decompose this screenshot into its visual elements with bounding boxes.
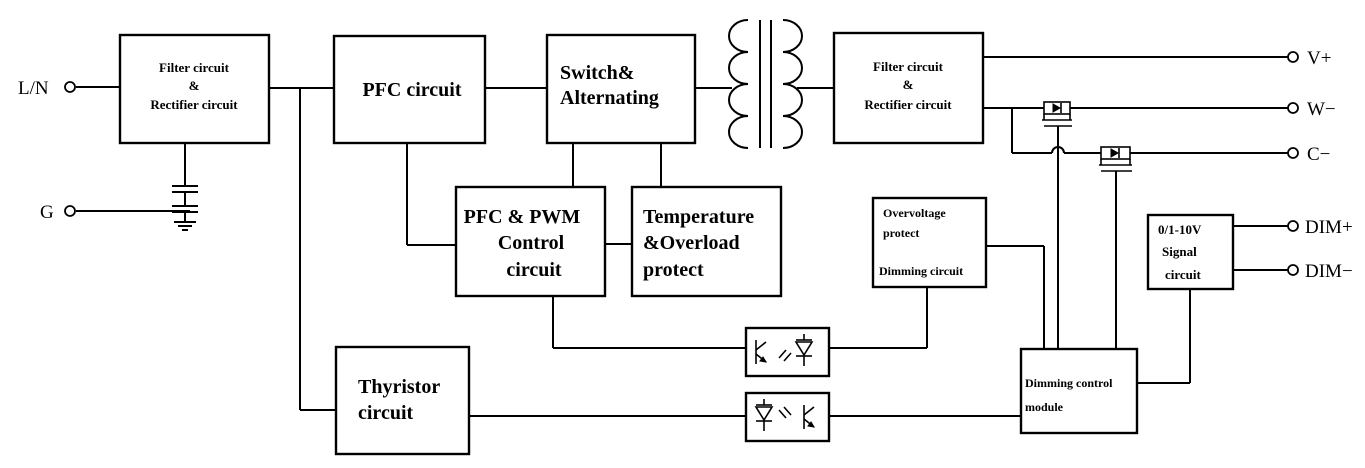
temp-line2: &Overload	[643, 232, 740, 254]
thyristor-line2: circuit	[358, 402, 414, 424]
signal-line3: circuit	[1165, 267, 1202, 282]
ov-line3: Dimming circuit	[879, 264, 963, 278]
optocoupler-1-icon	[744, 326, 831, 378]
switch-line2: Alternating	[560, 87, 659, 109]
vplus-terminal	[1287, 51, 1299, 63]
switch-line1: Switch&	[560, 62, 634, 84]
temp-line3: protect	[643, 259, 704, 281]
transformer-symbol	[728, 19, 803, 149]
dimplus-terminal	[1287, 220, 1299, 232]
ov-line2: protect	[883, 226, 919, 240]
dimminus-label: DIM−	[1305, 261, 1353, 282]
input-filter-line3: Rectifier circuit	[150, 97, 238, 112]
switch-block: Switch& Alternating	[545, 33, 697, 145]
terminals: L/N G V+ W− C− DIM+ DIM−	[18, 48, 1353, 282]
ln-terminal	[64, 81, 76, 93]
pfc-block: PFC circuit	[332, 34, 487, 145]
ov-line1: Overvoltage	[883, 206, 946, 220]
w-mosfet-icon	[1042, 101, 1072, 127]
pfc-label: PFC circuit	[362, 79, 461, 101]
pfc-pwm-line2: Control	[498, 232, 565, 254]
pfc-pwm-line1: PFC & PWM	[464, 206, 581, 228]
thyristor-block: Thyristor circuit	[334, 345, 471, 456]
cminus-label: C−	[1307, 144, 1330, 165]
overvoltage-dimming-block: Overvoltage protect Dimming circuit	[871, 196, 988, 289]
dimminus-terminal	[1287, 264, 1299, 276]
c-mosfet-icon	[1099, 146, 1132, 172]
output-filter-line3: Rectifier circuit	[864, 97, 952, 112]
output-filter-line1: Filter circuit	[873, 59, 944, 74]
signal-line2: Signal	[1162, 244, 1197, 259]
ln-label: L/N	[18, 78, 49, 99]
ground-capacitor	[172, 185, 198, 231]
g-label: G	[40, 202, 54, 223]
input-filter-line2: &	[189, 78, 200, 93]
wminus-label: W−	[1307, 99, 1336, 120]
dimplus-label: DIM+	[1305, 217, 1353, 238]
dim-module-line2: module	[1025, 400, 1064, 414]
optocoupler-2-icon	[744, 391, 831, 443]
pfc-pwm-line3: circuit	[506, 259, 562, 281]
dim-module-line1: Dimming control	[1025, 376, 1113, 390]
wminus-terminal	[1287, 102, 1299, 114]
pfc-pwm-control-block: PFC & PWM Control circuit	[454, 185, 607, 298]
temperature-overload-block: Temperature &Overload protect	[630, 185, 783, 298]
temp-line1: Temperature	[643, 206, 754, 228]
input-filter-line1: Filter circuit	[159, 60, 230, 75]
cminus-terminal	[1287, 147, 1299, 159]
g-terminal	[64, 205, 76, 217]
input-filter-block: Filter circuit & Rectifier circuit	[118, 33, 271, 145]
signal-circuit-block: 0/1-10V Signal circuit	[1146, 213, 1235, 291]
signal-line1: 0/1-10V	[1158, 222, 1202, 237]
output-filter-line2: &	[903, 77, 914, 92]
wires	[76, 56, 1288, 417]
output-filter-block: Filter circuit & Rectifier circuit	[832, 31, 985, 145]
thyristor-line1: Thyristor	[358, 376, 440, 398]
vplus-label: V+	[1307, 48, 1331, 69]
dimming-control-module-block: Dimming control module	[1019, 347, 1139, 435]
